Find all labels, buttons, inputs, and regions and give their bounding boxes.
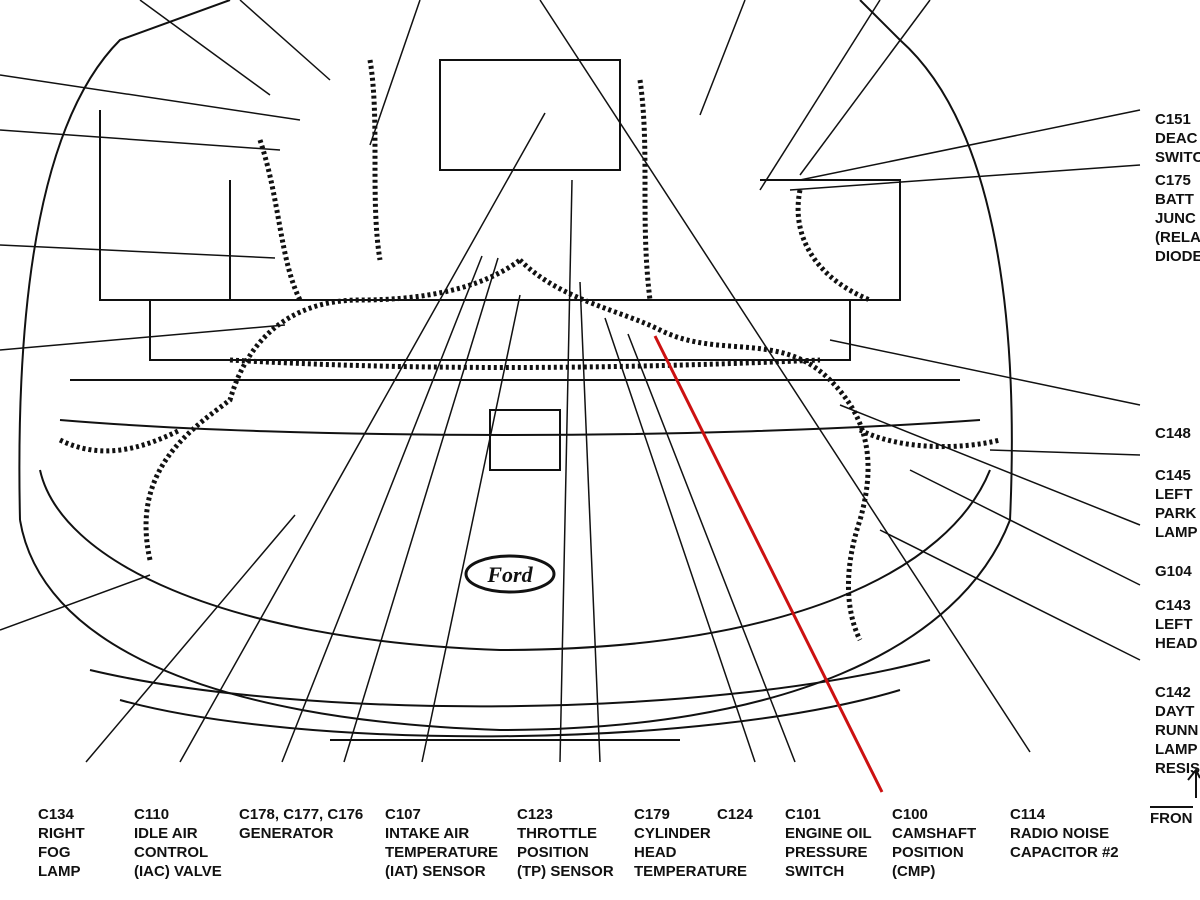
label-c124: C124 xyxy=(717,806,753,823)
c100-highlight-line xyxy=(653,335,884,793)
vehicle-outline xyxy=(18,0,1013,741)
front-label: FRON xyxy=(1150,806,1193,827)
label-c148: C148 xyxy=(1155,425,1191,442)
leader-lines xyxy=(0,0,1141,763)
wiring-harness xyxy=(58,59,1001,642)
label-g104: G104 xyxy=(1155,563,1192,580)
engine-wiring-diagram: Ford xyxy=(0,0,1200,798)
front-arrow-icon xyxy=(1187,768,1200,798)
svg-text:Ford: Ford xyxy=(486,562,533,587)
ford-logo: Ford xyxy=(464,554,556,594)
